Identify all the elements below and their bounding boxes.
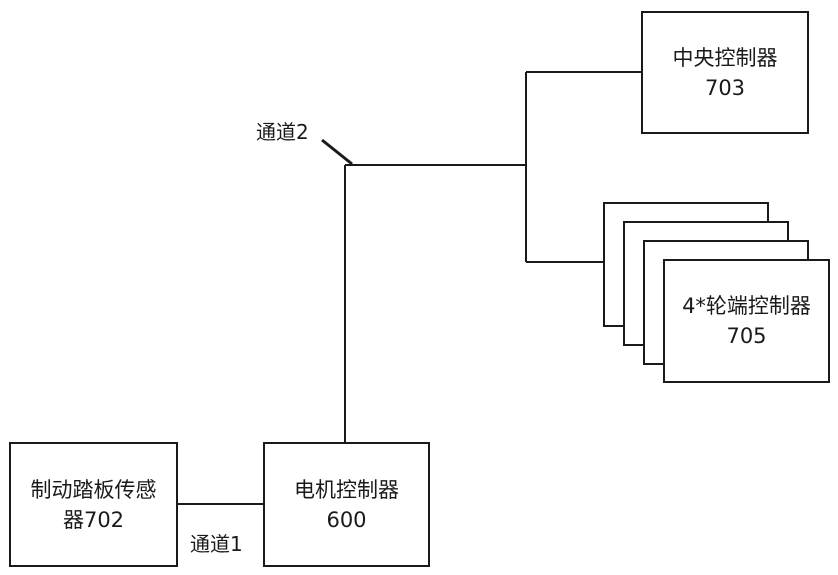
brake-pedal-sensor-box: 制动踏板传感 器702: [9, 442, 178, 567]
channel-2-pointer: [321, 138, 353, 166]
central-controller-box: 中央控制器 703: [641, 11, 809, 134]
motor-controller-id: 600: [326, 507, 367, 532]
brake-pedal-sensor-id: 器702: [62, 507, 125, 532]
wheel-controller-name: 4*轮端控制器: [682, 294, 811, 318]
motor-controller-name: 电机控制器: [294, 477, 399, 502]
brake-pedal-sensor-name: 制动踏板传感: [30, 477, 157, 502]
wheel-controller-box: 4*轮端控制器 705: [663, 259, 830, 383]
channel-2-label: 通道2: [256, 120, 309, 144]
wheel-controller-id: 705: [726, 324, 767, 348]
channel-1-label: 通道1: [190, 532, 243, 556]
central-controller-name: 中央控制器: [672, 45, 778, 70]
central-controller-id: 703: [704, 75, 746, 100]
motor-controller-box: 电机控制器 600: [263, 442, 430, 567]
